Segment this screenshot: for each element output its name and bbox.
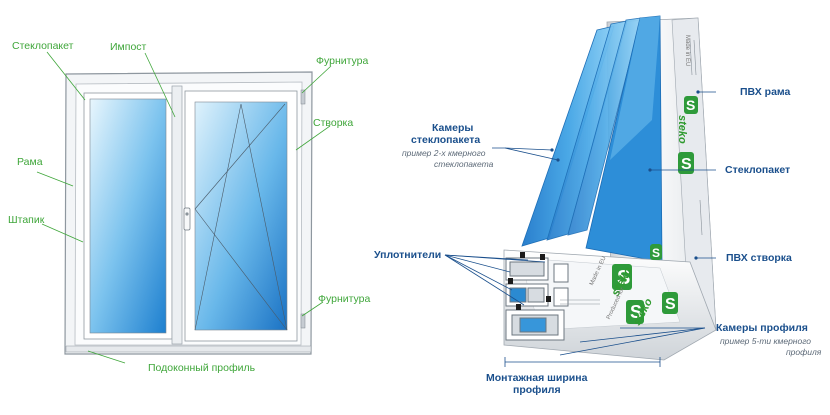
label-mount-width-1: Монтажная ширина bbox=[486, 372, 588, 384]
profile-print-marks bbox=[560, 39, 703, 305]
right-leader-lines bbox=[444, 91, 716, 367]
sill-profile bbox=[65, 345, 312, 353]
label-sill-profile: Подоконный профиль bbox=[148, 362, 256, 374]
svg-text:S: S bbox=[681, 156, 692, 173]
brand-text-vertical: steko bbox=[676, 115, 688, 144]
label-glass-chambers-2: стеклопакета bbox=[411, 134, 481, 146]
hinge-bottom-icon bbox=[300, 313, 306, 329]
label-sash: Створка bbox=[313, 117, 354, 129]
svg-text:S: S bbox=[686, 97, 695, 113]
impost-bar bbox=[171, 85, 183, 345]
label-bead: Штапик bbox=[8, 214, 45, 226]
window-handle-icon bbox=[183, 207, 191, 231]
note-profile-chambers-1: пример 5-ти кмерного bbox=[720, 336, 812, 346]
label-impost: Импост bbox=[110, 41, 147, 53]
label-pvc-frame: ПВХ рама bbox=[740, 86, 791, 98]
svg-text:S: S bbox=[665, 296, 676, 313]
glass-pane-3 bbox=[567, 17, 642, 236]
leader-dots bbox=[550, 90, 700, 260]
profile-chambers bbox=[505, 257, 569, 341]
label-glass-chambers-1: Камеры bbox=[432, 122, 474, 134]
hinge-top-icon bbox=[300, 89, 306, 105]
note-glass-chambers-1: пример 2-х кмерного bbox=[402, 148, 486, 158]
label-profile-chambers: Камеры профиля bbox=[716, 322, 808, 334]
made-in-text-2: Made in EU bbox=[684, 35, 690, 67]
note-profile-chambers-2: профиля bbox=[786, 347, 822, 357]
label-hardware-bottom: Фурнитура bbox=[318, 293, 371, 305]
right-sash bbox=[184, 90, 298, 342]
window-frame bbox=[64, 71, 313, 355]
seal-marks bbox=[508, 252, 551, 310]
note-glass-chambers-2: стеклопакета bbox=[434, 159, 494, 169]
label-hardware-top: Фурнитура bbox=[316, 55, 369, 67]
svg-text:S: S bbox=[630, 302, 642, 322]
svg-text:S: S bbox=[617, 267, 630, 289]
left-glass-pane bbox=[83, 92, 173, 340]
svg-text:S: S bbox=[652, 246, 660, 260]
label-right-glass-unit: Стеклопакет bbox=[725, 164, 791, 176]
steko-logo-icon: S S S S S S bbox=[612, 96, 698, 324]
profile-cross-section: S S S S S S bbox=[503, 15, 717, 361]
label-seals: Уплотнители bbox=[374, 249, 442, 261]
label-glass-unit: Стеклопакет bbox=[12, 40, 74, 52]
label-frame: Рама bbox=[17, 156, 43, 168]
label-pvc-sash: ПВХ створка bbox=[726, 252, 792, 264]
label-mount-width-2: профиля bbox=[513, 384, 561, 396]
left-leader-lines bbox=[36, 51, 332, 364]
